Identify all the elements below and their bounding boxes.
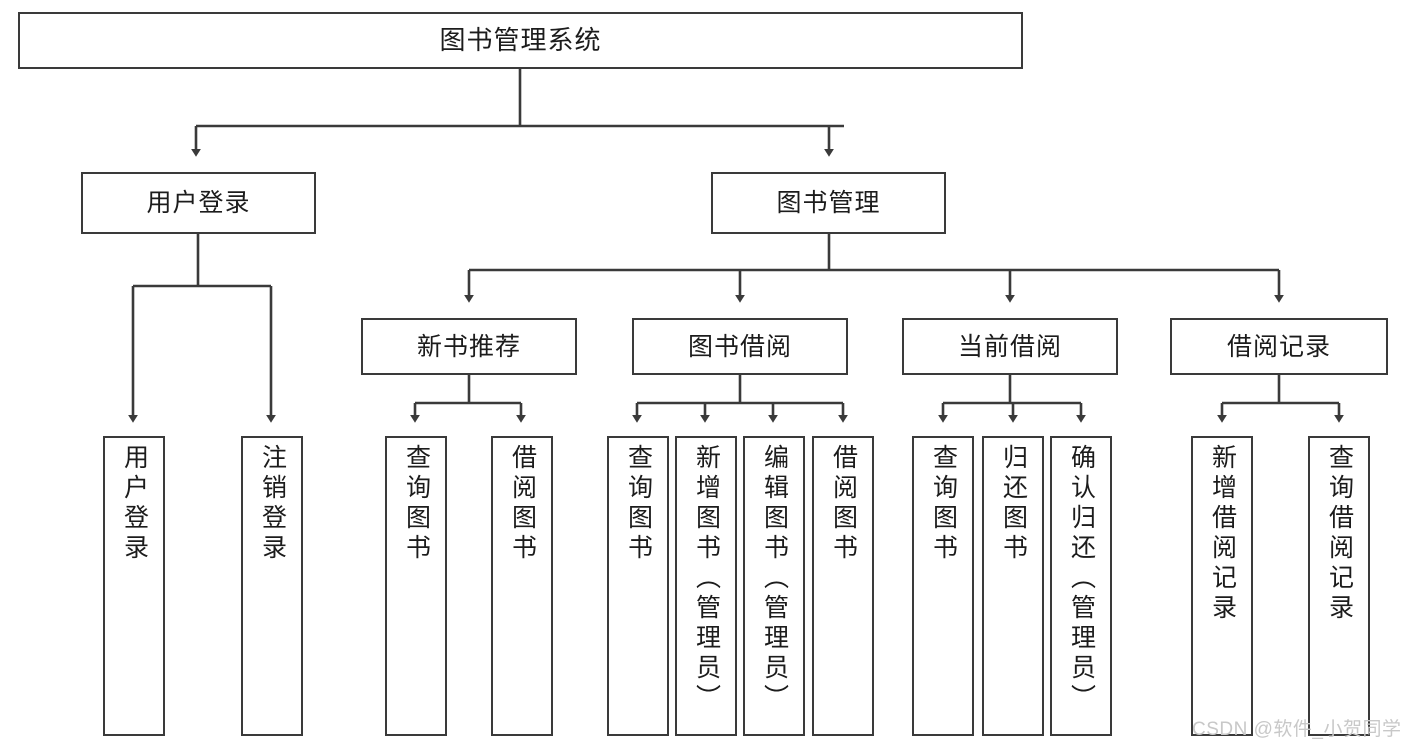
node-leaf-borrow-book-2[interactable]: 借阅图书 [812,436,874,736]
node-leaf-return-book-label: 归还图书 [999,444,1028,564]
node-book-manage-label: 图书管理 [776,189,881,217]
node-leaf-query-book-1[interactable]: 查询图书 [385,436,447,736]
node-leaf-user-logout-label: 注销登录 [258,444,287,564]
node-leaf-query-book-3[interactable]: 查询图书 [912,436,974,736]
node-current-borrow[interactable]: 当前借阅 [902,318,1118,375]
node-current-borrow-label: 当前借阅 [957,332,1062,361]
node-borrow-record-label: 借阅记录 [1226,332,1331,361]
node-leaf-user-login-label: 用户登录 [120,444,149,564]
node-user-login[interactable]: 用户登录 [81,172,316,234]
node-leaf-borrow-book-1-label: 借阅图书 [508,444,537,564]
node-new-book-recommend-label: 新书推荐 [416,332,521,361]
node-leaf-return-book[interactable]: 归还图书 [982,436,1044,736]
node-leaf-query-book-2-label: 查询图书 [624,444,653,564]
node-leaf-add-record-label: 新增借阅记录 [1208,444,1237,624]
node-book-borrow-label: 图书借阅 [687,332,792,361]
node-book-manage[interactable]: 图书管理 [711,172,946,234]
node-leaf-edit-book[interactable]: 编辑图书（管理员） [743,436,805,736]
node-leaf-confirm-return-label: 确认归还（管理员） [1067,444,1096,714]
node-leaf-confirm-return[interactable]: 确认归还（管理员） [1050,436,1112,736]
watermark-text: CSDN @软件_小贺同学 [1192,719,1402,740]
node-leaf-query-record[interactable]: 查询借阅记录 [1308,436,1370,736]
node-borrow-record[interactable]: 借阅记录 [1170,318,1388,375]
node-leaf-add-book-label: 新增图书（管理员） [692,444,721,714]
node-leaf-add-record[interactable]: 新增借阅记录 [1191,436,1253,736]
node-leaf-query-record-label: 查询借阅记录 [1325,444,1354,624]
node-root[interactable]: 图书管理系统 [18,12,1023,69]
node-leaf-query-book-1-label: 查询图书 [402,444,431,564]
node-leaf-edit-book-label: 编辑图书（管理员） [760,444,789,714]
node-user-login-label: 用户登录 [146,189,251,217]
node-root-label: 图书管理系统 [439,24,602,55]
node-new-book-recommend[interactable]: 新书推荐 [361,318,577,375]
node-leaf-user-login[interactable]: 用户登录 [103,436,165,736]
node-leaf-borrow-book-2-label: 借阅图书 [829,444,858,564]
node-book-borrow[interactable]: 图书借阅 [632,318,848,375]
node-leaf-borrow-book-1[interactable]: 借阅图书 [491,436,553,736]
node-leaf-user-logout[interactable]: 注销登录 [241,436,303,736]
node-leaf-add-book[interactable]: 新增图书（管理员） [675,436,737,736]
node-leaf-query-book-3-label: 查询图书 [929,444,958,564]
node-leaf-query-book-2[interactable]: 查询图书 [607,436,669,736]
